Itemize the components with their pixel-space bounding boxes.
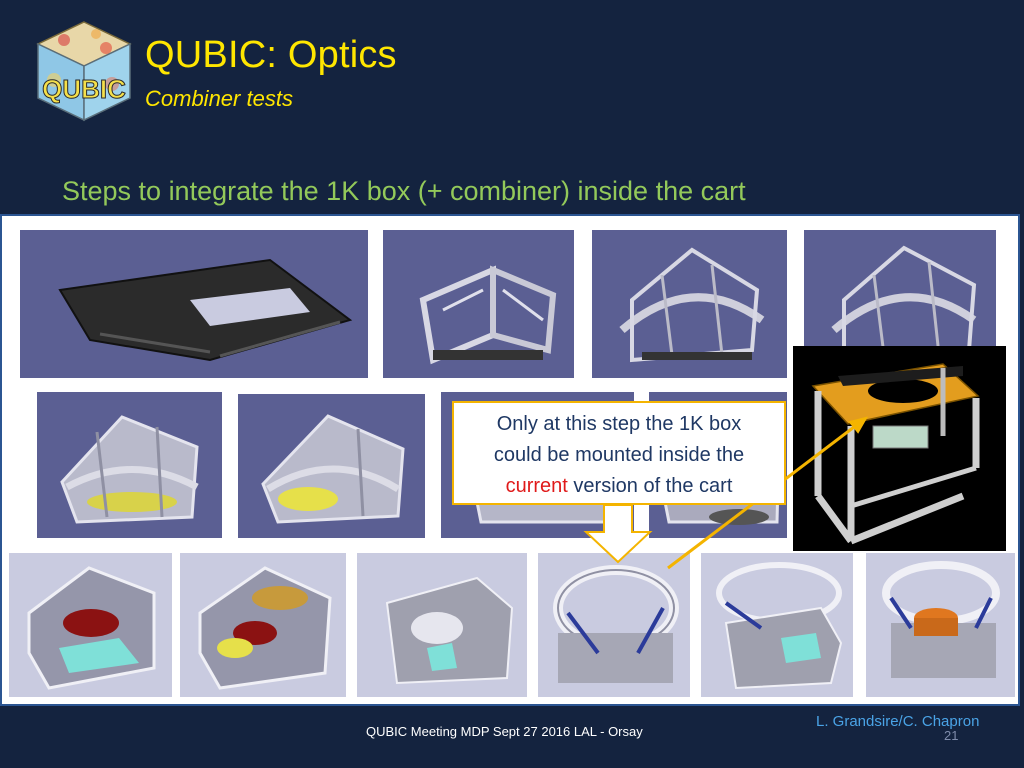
cad-image-step-11	[357, 553, 527, 697]
callout-highlight: current	[505, 475, 568, 497]
callout-line-3-rest: version of the cart	[567, 475, 733, 497]
cad-image-step-14	[866, 553, 1015, 697]
cad-image-step-3	[592, 230, 787, 378]
cad-image-step-1	[20, 230, 368, 378]
page-number: 21	[944, 728, 959, 743]
cad-image-step-13	[701, 553, 853, 697]
slide-title: QUBIC: Optics	[145, 34, 397, 76]
callout-box: Only at this step the 1K box could be mo…	[452, 401, 786, 505]
slide-subtitle: Combiner tests	[145, 86, 293, 111]
cad-image-step-10	[180, 553, 346, 697]
cad-image-step-5	[37, 392, 222, 538]
footer-meeting-text: QUBIC Meeting MDP Sept 27 2016 LAL - Ors…	[366, 724, 643, 739]
qubic-logo: QUBIC	[34, 20, 134, 124]
section-heading: Steps to integrate the 1K box (+ combine…	[62, 176, 746, 206]
callout-line-2: could be mounted inside the	[493, 444, 745, 466]
callout-line-1: Only at this step the 1K box	[496, 413, 742, 435]
cad-image-cart	[793, 346, 1006, 551]
cad-image-step-12	[538, 553, 690, 697]
footer-authors: L. Grandsire/C. Chapron	[816, 713, 980, 730]
callout-line-3: current version of the cart	[454, 471, 784, 502]
cad-image-step-6	[238, 394, 425, 538]
cad-image-step-2	[383, 230, 574, 378]
logo-text: QUBIC	[42, 74, 126, 104]
cad-image-step-9	[9, 553, 172, 697]
